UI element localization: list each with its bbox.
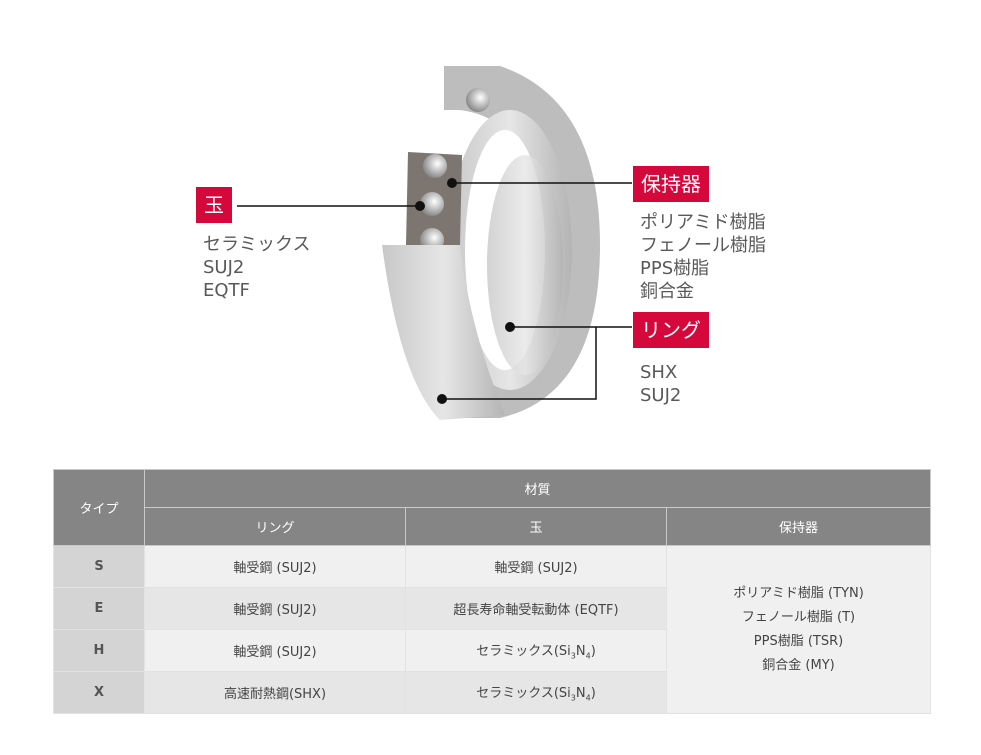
ball-cell: セラミックス(Si3N4) [405, 629, 667, 672]
ring-material: SHX [640, 362, 678, 383]
ball-text: ) [590, 686, 596, 702]
cage-materials: ポリアミド樹脂 フェノール樹脂 PPS樹脂 銅合金 [640, 211, 766, 303]
cage-material: PPS樹脂 [640, 258, 710, 279]
material-table: タイプ 材質 リング 玉 保持器 S 軸受鋼 (SUJ2) 軸受鋼 (SUJ2)… [53, 469, 931, 714]
ball-label: 玉 [196, 187, 232, 223]
header-type: タイプ [53, 469, 145, 546]
ball-material: SUJ2 [203, 257, 245, 278]
cage-cell: ポリアミド樹脂 (TYN) フェノール樹脂 (T) PPS樹脂 (TSR) 銅合… [666, 545, 931, 714]
ring-label: リング [633, 312, 709, 348]
ball-text: N [575, 644, 586, 660]
ball-cell: 軸受鋼 (SUJ2) [405, 545, 667, 588]
ring-cell: 軸受鋼 (SUJ2) [144, 545, 406, 588]
cage-item: フェノール樹脂 (T) [741, 609, 856, 625]
ring-cell: 軸受鋼 (SUJ2) [144, 587, 406, 630]
cage-material: ポリアミド樹脂 [640, 212, 766, 233]
ball-text: ) [590, 644, 596, 660]
ball-materials: セラミックス SUJ2 EQTF [203, 233, 310, 302]
ball-text: セラミックス(Si [476, 644, 571, 660]
bearing-diagram: 玉 セラミックス SUJ2 EQTF 保持器 ポリアミド樹脂 フェノール樹脂 P… [196, 66, 766, 420]
header-cage: 保持器 [666, 507, 931, 546]
ring-cell: 高速耐熱鋼(SHX) [144, 671, 406, 714]
ball-sub: 4 [585, 651, 591, 661]
cage-material: 銅合金 [640, 281, 694, 302]
type-cell: S [53, 545, 145, 588]
type-cell: E [53, 587, 145, 630]
bearing-illustration-icon [237, 66, 632, 420]
ball-sub: 4 [585, 693, 591, 703]
ring-cell: 軸受鋼 (SUJ2) [144, 629, 406, 672]
header-ring: リング [144, 507, 406, 546]
header-material: 材質 [144, 469, 931, 508]
table-row: S 軸受鋼 (SUJ2) 軸受鋼 (SUJ2) ポリアミド樹脂 (TYN) フェ… [53, 545, 931, 714]
ball-material: セラミックス [203, 234, 311, 255]
ball-cell: セラミックス(Si3N4) [405, 671, 667, 714]
cage-item: PPS樹脂 (TSR) [753, 633, 844, 649]
type-cell: X [53, 671, 145, 714]
header-ball: 玉 [405, 507, 667, 546]
ball-sub: 3 [570, 693, 576, 703]
ball-cell: 超長寿命軸受転動体 (EQTF) [405, 587, 667, 630]
table-row: X 高速耐熱鋼(SHX) セラミックス(Si3N4) [53, 671, 931, 714]
table-row: E 軸受鋼 (SUJ2) 超長寿命軸受転動体 (EQTF) [53, 587, 931, 630]
ball-sub: 3 [570, 651, 576, 661]
cage-item: ポリアミド樹脂 (TYN) [733, 585, 864, 601]
ball-text: セラミックス(Si [476, 686, 571, 702]
cage-label: 保持器 [633, 166, 709, 202]
ball-text: N [575, 686, 586, 702]
cage-item: 銅合金 (MY) [762, 657, 835, 673]
cage-material: フェノール樹脂 [640, 235, 766, 256]
ring-material: SUJ2 [640, 385, 682, 406]
type-cell: H [53, 629, 145, 672]
ball-material: EQTF [203, 280, 250, 301]
ring-materials: SHX SUJ2 [640, 361, 681, 407]
